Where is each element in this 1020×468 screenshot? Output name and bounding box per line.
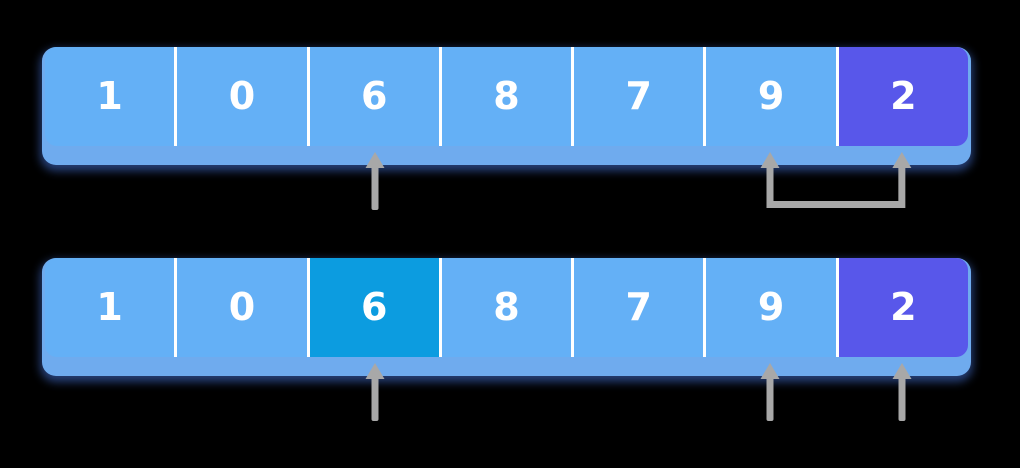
cell-value: 2 bbox=[890, 73, 917, 118]
array-cell: 6 bbox=[306, 47, 439, 146]
cell-value: 0 bbox=[228, 284, 256, 329]
array-cell: 6 bbox=[306, 258, 439, 357]
up-arrow-icon bbox=[365, 152, 385, 210]
cell-value: 1 bbox=[96, 284, 123, 329]
up-arrow-icon bbox=[365, 363, 385, 421]
array-row-bottom: 1 0 6 8 7 9 2 bbox=[42, 258, 971, 436]
array-cell: 1 bbox=[45, 258, 175, 357]
array-cell: 1 bbox=[45, 47, 175, 146]
cell-value: 1 bbox=[96, 73, 123, 118]
cell-value: 7 bbox=[625, 73, 652, 118]
array-cell: 2 bbox=[835, 47, 968, 146]
cell-value: 2 bbox=[890, 284, 917, 329]
array-cell: 9 bbox=[703, 258, 836, 357]
cell-value: 9 bbox=[757, 284, 785, 329]
array-cell: 0 bbox=[174, 258, 307, 357]
cell-value: 6 bbox=[360, 73, 388, 118]
array-cell: 9 bbox=[703, 47, 836, 146]
cell-value: 8 bbox=[493, 73, 520, 118]
up-arrow-icon bbox=[760, 363, 780, 421]
cell-value: 0 bbox=[228, 73, 256, 118]
array-cells: 1 0 6 8 7 9 2 bbox=[45, 47, 968, 146]
array-cell: 8 bbox=[438, 47, 572, 146]
cell-value: 7 bbox=[625, 284, 652, 329]
cell-value: 8 bbox=[493, 284, 520, 329]
cell-value: 9 bbox=[757, 73, 785, 118]
array-row-top: 1 0 6 8 7 9 2 bbox=[42, 47, 971, 225]
array-cells: 1 0 6 8 7 9 2 bbox=[45, 258, 968, 357]
array-cell: 8 bbox=[438, 258, 572, 357]
up-arrow-icon bbox=[892, 363, 912, 421]
array-cell: 7 bbox=[571, 258, 704, 357]
array-cell: 0 bbox=[174, 47, 307, 146]
array-cell: 2 bbox=[835, 258, 968, 357]
array-cell: 7 bbox=[571, 47, 704, 146]
swap-bracket-icon bbox=[760, 152, 912, 208]
cell-value: 6 bbox=[360, 284, 388, 329]
